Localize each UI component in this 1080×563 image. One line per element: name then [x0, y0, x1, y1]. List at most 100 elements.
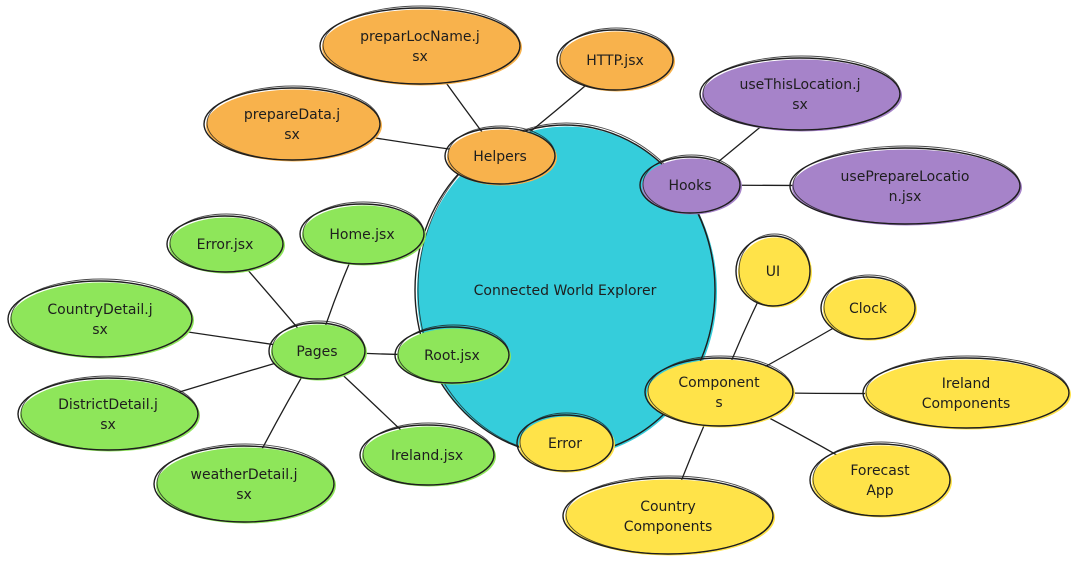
country-components-node-outline-sketch [565, 475, 774, 555]
prepar-loc-name-node[interactable]: preparLocName.j sx [319, 5, 522, 86]
error-component-node-label-0: Error [548, 436, 582, 452]
prepare-data-node[interactable]: prepareData.j sx [203, 85, 382, 162]
root-jsx-node-outline-sketch [397, 324, 510, 384]
clock-node-label-0: Clock [849, 301, 888, 317]
pages-node-label-0: Pages [296, 344, 337, 360]
center-node-label-0: Connected World Explorer [474, 283, 657, 299]
helpers-node-label-0: Helpers [473, 149, 527, 165]
forecast-app-node-label-0: Forecast [850, 463, 910, 479]
country-detail-node[interactable]: CountryDetail.j sx [7, 278, 194, 359]
http-node-outline-sketch [559, 27, 674, 91]
home-jsx-node-fill [302, 205, 426, 266]
ireland-jsx-node[interactable]: Ireland.jsx [359, 422, 496, 487]
prepar-loc-name-node-label-0: preparLocName.j [360, 29, 480, 45]
clock-node[interactable]: Clock [820, 274, 917, 341]
use-this-location-node-fill [702, 59, 902, 132]
http-node-fill [559, 31, 675, 92]
clock-node-outline-sketch [823, 274, 916, 340]
ireland-components-node-label-0: Ireland [942, 376, 990, 392]
district-detail-node[interactable]: DistrictDetail.jsx [17, 375, 200, 452]
home-jsx-node-label-0: Home.jsx [329, 227, 394, 243]
clock-node-fill [823, 278, 917, 341]
forecast-app-node-fill [812, 445, 952, 518]
home-jsx-node[interactable]: Home.jsx [299, 201, 426, 266]
hooks-node[interactable]: Hooks [639, 154, 742, 215]
ireland-jsx-node-fill [362, 426, 496, 487]
use-prepare-location-node-fill [792, 149, 1022, 226]
error-jsx-node-fill [169, 217, 285, 274]
ireland-jsx-node-outline-sketch [362, 422, 495, 486]
error-component-node-fill [519, 416, 615, 473]
root-jsx-node-label-0: Root.jsx [424, 348, 480, 364]
weather-detail-node-label-1: sx [236, 487, 252, 503]
pages-node-outline-sketch [271, 320, 366, 380]
ireland-jsx-node-label-0: Ireland.jsx [391, 448, 463, 464]
ireland-components-node-label-1: Components [922, 396, 1011, 412]
prepare-data-node-outline-sketch [206, 85, 381, 161]
use-prepare-location-node-outline-sketch [792, 145, 1021, 225]
root-jsx-node-fill [397, 328, 511, 385]
country-components-node-label-0: Country [640, 499, 696, 515]
use-this-location-node-label-1: sx [792, 97, 808, 113]
district-detail-node-fill [20, 379, 200, 452]
components-node-label-0: Component [678, 375, 760, 391]
components-node[interactable]: Component s [644, 355, 795, 428]
home-jsx-node-outline-sketch [302, 201, 425, 265]
ireland-components-node-fill [865, 359, 1071, 430]
helpers-node[interactable]: Helpers [444, 125, 557, 186]
hooks-node-outline-sketch [642, 154, 741, 214]
pages-node-fill [271, 324, 367, 381]
prepare-data-node-fill [206, 89, 382, 162]
components-node-outline-sketch [647, 355, 794, 427]
components-node-label-1: s [715, 395, 722, 411]
error-component-node-outline-sketch [519, 412, 614, 472]
prepar-loc-name-node-fill [322, 9, 522, 86]
hooks-node-label-0: Hooks [668, 178, 711, 194]
ui-node[interactable]: UI [735, 233, 812, 308]
error-jsx-node[interactable]: Error.jsx [166, 213, 285, 274]
weather-detail-node-fill [156, 447, 336, 524]
pages-node[interactable]: Pages [268, 320, 367, 381]
country-detail-node-label-0: CountryDetail.j [47, 302, 152, 318]
nodes: Connected World Explorer Helpers preparLoc… [7, 5, 1071, 556]
country-detail-node-fill [10, 282, 194, 359]
district-detail-node-outline-sketch [20, 375, 199, 451]
helpers-node-outline-sketch [447, 125, 556, 185]
prepar-loc-name-node-label-1: sx [412, 49, 428, 65]
root-jsx-node[interactable]: Root.jsx [394, 324, 511, 385]
http-node-label-0: HTTP.jsx [586, 53, 644, 69]
error-jsx-node-outline-sketch [169, 213, 284, 273]
prepare-data-node-label-0: prepareData.j [244, 107, 340, 123]
error-component-node[interactable]: Error [516, 412, 615, 473]
district-detail-node-label-0: DistrictDetail.j [58, 397, 158, 413]
error-jsx-node-label-0: Error.jsx [197, 237, 254, 253]
ui-node-label-0: UI [766, 264, 780, 280]
use-this-location-node-label-0: useThisLocation.j [740, 77, 861, 93]
country-detail-node-outline-sketch [10, 278, 193, 358]
ireland-components-node-outline-sketch [865, 355, 1070, 429]
http-node[interactable]: HTTP.jsx [556, 27, 675, 92]
use-this-location-node-outline-sketch [702, 55, 901, 131]
country-components-node-fill [565, 479, 775, 556]
prepare-data-node-label-1: sx [284, 127, 300, 143]
components-node-fill [647, 359, 795, 428]
helpers-node-fill [447, 129, 557, 186]
weather-detail-node-outline-sketch [156, 443, 335, 523]
use-prepare-location-node-label-1: n.jsx [889, 189, 922, 205]
forecast-app-node-label-1: App [866, 483, 893, 499]
weather-detail-node-label-0: weatherDetail.j [191, 467, 298, 483]
ui-node-fill [738, 237, 812, 308]
ui-node-outline-sketch [738, 233, 811, 307]
use-this-location-node[interactable]: useThisLocation.j sx [699, 55, 902, 132]
forecast-app-node-outline-sketch [812, 441, 951, 517]
use-prepare-location-node[interactable]: usePrepareLocatio n.jsx [789, 145, 1022, 226]
weather-detail-node[interactable]: weatherDetail.j sx [153, 443, 336, 524]
country-detail-node-label-1: sx [92, 322, 108, 338]
prepar-loc-name-node-outline-sketch [322, 5, 521, 85]
hooks-node-fill [642, 158, 742, 215]
use-prepare-location-node-label-0: usePrepareLocatio [841, 169, 970, 185]
